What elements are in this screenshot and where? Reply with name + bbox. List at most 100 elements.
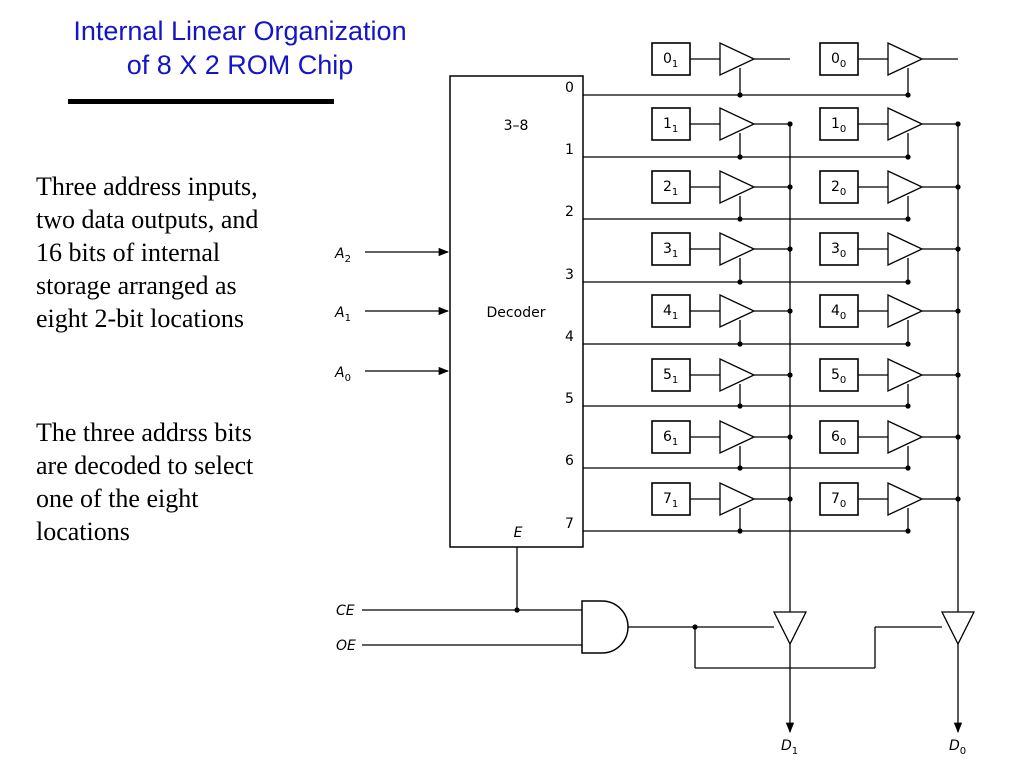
description-line: Three address inputs, xyxy=(36,172,258,201)
rom-cell-bit1 xyxy=(651,294,691,328)
junction-dot xyxy=(905,465,911,471)
tristate-buffer-bit0 xyxy=(887,41,924,77)
decoder-output-label: 0 xyxy=(565,80,574,96)
rom-cell-label-main: 3 xyxy=(663,241,672,257)
decoder-enable-label: E xyxy=(514,525,523,541)
rom-cell-bit0 xyxy=(819,170,859,204)
rom-cell-label: 11 xyxy=(663,116,678,135)
rom-cell-label: 40 xyxy=(831,303,846,322)
rom-cell-label: 61 xyxy=(663,429,678,448)
decoder-output-label: 7 xyxy=(565,516,574,532)
rom-cell-label-subscript: 1 xyxy=(672,187,678,198)
rom-cell-bit1 xyxy=(651,170,691,204)
rom-cell-label-main: 4 xyxy=(663,303,672,319)
rom-cell-bit0 xyxy=(819,294,859,328)
rom-cell-label-subscript: 1 xyxy=(672,59,678,70)
rom-cell-label-main: 0 xyxy=(663,51,672,67)
rom-cell-bit1 xyxy=(651,420,691,454)
rom-cell-bit0 xyxy=(819,420,859,454)
address-input-label-subscript: 0 xyxy=(345,373,351,384)
rom-cell-bit0 xyxy=(819,42,859,76)
rom-cell-label: 00 xyxy=(831,51,846,70)
description-line: eight 2-bit locations xyxy=(36,304,244,333)
rom-cell-bit0 xyxy=(819,107,859,141)
output-buffer-d0 xyxy=(940,611,976,646)
data-output-label: D0 xyxy=(949,738,966,757)
rom-cell-label: 41 xyxy=(663,303,678,322)
decoder-output-label: 2 xyxy=(565,204,574,220)
tristate-buffer-bit1 xyxy=(719,481,756,517)
description-line: are decoded to select xyxy=(36,451,254,480)
decoder-size-label: 3–8 xyxy=(504,118,529,134)
title-line-1: Internal Linear Organization xyxy=(73,16,407,46)
rom-cell-label-subscript: 1 xyxy=(672,311,678,322)
rom-cell-label-main: 5 xyxy=(663,367,672,383)
junction-dot xyxy=(955,121,961,127)
tristate-buffer-bit0 xyxy=(887,106,924,142)
description-line: 16 bits of internal xyxy=(36,238,221,267)
decoder-label: Decoder xyxy=(487,305,546,321)
rom-cell-bit1 xyxy=(651,232,691,266)
data-output-label: D1 xyxy=(781,738,798,757)
description-paragraph-1: Three address inputs, two data outputs, a… xyxy=(36,170,336,335)
rom-cell-label-subscript: 1 xyxy=(672,499,678,510)
junction-dot xyxy=(737,279,743,285)
rom-cell-bit1 xyxy=(651,358,691,392)
tristate-buffer-bit1 xyxy=(719,231,756,267)
rom-cell-label-main: 3 xyxy=(831,241,840,257)
rom-cell-label-subscript: 0 xyxy=(840,249,846,260)
tristate-buffer-bit0 xyxy=(887,169,924,205)
junction-dot xyxy=(787,121,793,127)
junction-dot xyxy=(905,216,911,222)
rom-cell-label: 51 xyxy=(663,367,678,386)
address-input-label: A2 xyxy=(334,246,351,265)
description-line: one of the eight xyxy=(36,484,199,513)
address-input-label-subscript: 1 xyxy=(345,313,351,324)
tristate-buffer-bit1 xyxy=(719,41,756,77)
description-paragraph-2: The three addrss bits are decoded to sele… xyxy=(36,416,336,548)
title-underline xyxy=(68,99,334,104)
rom-cell-label-main: 5 xyxy=(831,367,840,383)
decoder-output-label: 3 xyxy=(565,267,574,283)
address-input-label-main: A xyxy=(334,365,345,381)
junction-dot xyxy=(905,528,911,534)
rom-cell-label-subscript: 0 xyxy=(840,59,846,70)
rom-cell-label: 60 xyxy=(831,429,846,448)
junction-dot xyxy=(737,465,743,471)
control-input-label: OE xyxy=(336,638,356,654)
tristate-buffer-bit0 xyxy=(887,481,924,517)
tristate-buffer-bit1 xyxy=(719,169,756,205)
rom-cell-label-subscript: 1 xyxy=(672,249,678,260)
rom-cell-label-main: 7 xyxy=(831,491,840,507)
address-input-label: A0 xyxy=(334,365,351,384)
rom-cell-label-main: 6 xyxy=(663,429,672,445)
junction-dot xyxy=(737,341,743,347)
tristate-buffer-bit1 xyxy=(719,106,756,142)
junction-dot xyxy=(737,154,743,160)
rom-cell-label-main: 2 xyxy=(663,179,672,195)
description-line: storage arranged as xyxy=(36,271,237,300)
rom-cell-label-subscript: 0 xyxy=(840,375,846,386)
diagram-wires xyxy=(362,41,976,734)
rom-cell-label-main: 6 xyxy=(831,429,840,445)
rom-cell-label: 71 xyxy=(663,491,678,510)
junction-dot xyxy=(905,341,911,347)
tristate-buffer-bit0 xyxy=(887,293,924,329)
rom-cell-label: 31 xyxy=(663,241,678,260)
rom-cell-label-subscript: 0 xyxy=(840,499,846,510)
address-input-label: A1 xyxy=(334,305,351,324)
data-output-label-main: D xyxy=(781,738,792,754)
description-line: The three addrss bits xyxy=(36,418,252,447)
rom-cell-label-subscript: 1 xyxy=(672,375,678,386)
junction-dot xyxy=(737,92,743,98)
slide-title: Internal Linear Organization of 8 X 2 RO… xyxy=(20,14,460,82)
description-line: two data outputs, and xyxy=(36,205,259,234)
address-input-label-main: A xyxy=(334,246,345,262)
tristate-buffer-bit1 xyxy=(719,293,756,329)
junction-dot xyxy=(905,279,911,285)
rom-cell-label: 20 xyxy=(831,179,846,198)
junction-dot xyxy=(905,403,911,409)
diagram-labels: 0123456701112131415161710010203040506070… xyxy=(334,51,966,757)
rom-cell-bit1 xyxy=(651,42,691,76)
